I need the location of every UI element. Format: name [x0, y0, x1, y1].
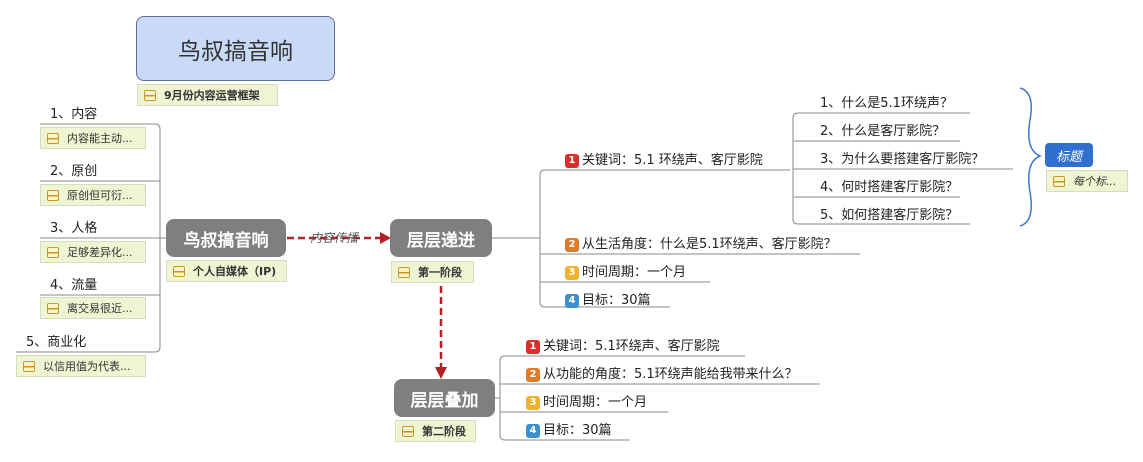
stage2-note[interactable]: 第二阶段 — [395, 420, 476, 442]
note-text: 个人自媒体（IP) — [193, 265, 277, 278]
root-note[interactable]: 9月份内容运营框架 — [137, 84, 278, 106]
note-icon — [47, 246, 59, 258]
note-text: 足够差异化... — [67, 246, 133, 259]
note-text: 第二阶段 — [422, 425, 466, 438]
summary-note[interactable]: 每个标... — [1046, 170, 1128, 192]
note-text: 第一阶段 — [418, 266, 462, 279]
item-text: 时间周期：一个月 — [582, 265, 687, 280]
ip-item[interactable]: 3、人格 — [50, 221, 98, 236]
item-text: 目标：30篇 — [582, 293, 651, 308]
item-text: 从生活角度：什么是5.1环绕声、客厅影院？ — [582, 237, 837, 252]
ip-topic[interactable]: 鸟叔搞音响 — [166, 219, 286, 257]
note-text: 原创但可衍... — [67, 189, 133, 202]
item-text: 目标：30篇 — [543, 423, 612, 438]
stage2-topic[interactable]: 层层叠加 — [394, 379, 495, 417]
note-icon — [144, 89, 156, 101]
note-text: 以信用值为代表... — [43, 360, 131, 373]
note-icon — [402, 425, 414, 437]
note-icon — [47, 132, 59, 144]
item-text: 关键词：5.1环绕声、客厅影院 — [543, 339, 720, 354]
note-icon — [173, 265, 185, 277]
ip-item-note[interactable]: 离交易很近... — [40, 297, 146, 319]
ip-item[interactable]: 1、内容 — [50, 107, 98, 122]
edge-label[interactable]: 内容传播 — [310, 231, 359, 245]
note-icon — [47, 189, 59, 201]
stage1-note[interactable]: 第一阶段 — [391, 261, 474, 283]
item-text: 从功能的角度：5.1环绕声能给我带来什么？ — [543, 367, 798, 382]
priority-1-icon: 1 — [526, 340, 540, 354]
priority-4-icon: 4 — [565, 294, 579, 308]
note-text: 内容能主动... — [67, 132, 133, 145]
ip-item[interactable]: 5、商业化 — [26, 335, 87, 350]
root-topic[interactable]: 鸟叔搞音响 — [136, 16, 335, 81]
ip-note[interactable]: 个人自媒体（IP) — [166, 260, 287, 282]
ip-item-note[interactable]: 足够差异化... — [40, 241, 146, 263]
question-item[interactable]: 4、何时搭建客厅影院？ — [820, 180, 959, 195]
priority-2-icon: 2 — [526, 368, 540, 382]
item-text: 时间周期：一个月 — [543, 395, 648, 410]
ip-item[interactable]: 4、流量 — [50, 278, 98, 293]
summary-topic[interactable]: 标题 — [1045, 143, 1093, 167]
question-item[interactable]: 2、什么是客厅影院？ — [820, 124, 946, 139]
question-item[interactable]: 5、如何搭建客厅影院？ — [820, 208, 959, 223]
question-item[interactable]: 1、什么是5.1环绕声？ — [820, 96, 953, 111]
priority-3-icon: 3 — [565, 266, 579, 280]
item-text: 关键词：5.1 环绕声、客厅影院 — [582, 153, 763, 168]
note-icon — [398, 266, 410, 278]
note-text: 离交易很近... — [67, 302, 133, 315]
ip-item[interactable]: 2、原创 — [50, 164, 98, 179]
priority-2-icon: 2 — [565, 238, 579, 252]
ip-item-note[interactable]: 原创但可衍... — [40, 184, 146, 206]
note-icon — [1053, 175, 1065, 187]
note-icon — [47, 302, 59, 314]
ip-item-note[interactable]: 内容能主动... — [40, 127, 146, 149]
note-text: 9月份内容运营框架 — [164, 89, 260, 102]
priority-3-icon: 3 — [526, 396, 540, 410]
question-item[interactable]: 3、为什么要搭建客厅影院？ — [820, 152, 985, 167]
priority-1-icon: 1 — [565, 154, 579, 168]
note-icon — [23, 360, 35, 372]
ip-item-note[interactable]: 以信用值为代表... — [16, 355, 146, 377]
stage1-topic[interactable]: 层层递进 — [390, 219, 492, 257]
priority-4-icon: 4 — [526, 424, 540, 438]
note-text: 每个标... — [1073, 175, 1117, 188]
